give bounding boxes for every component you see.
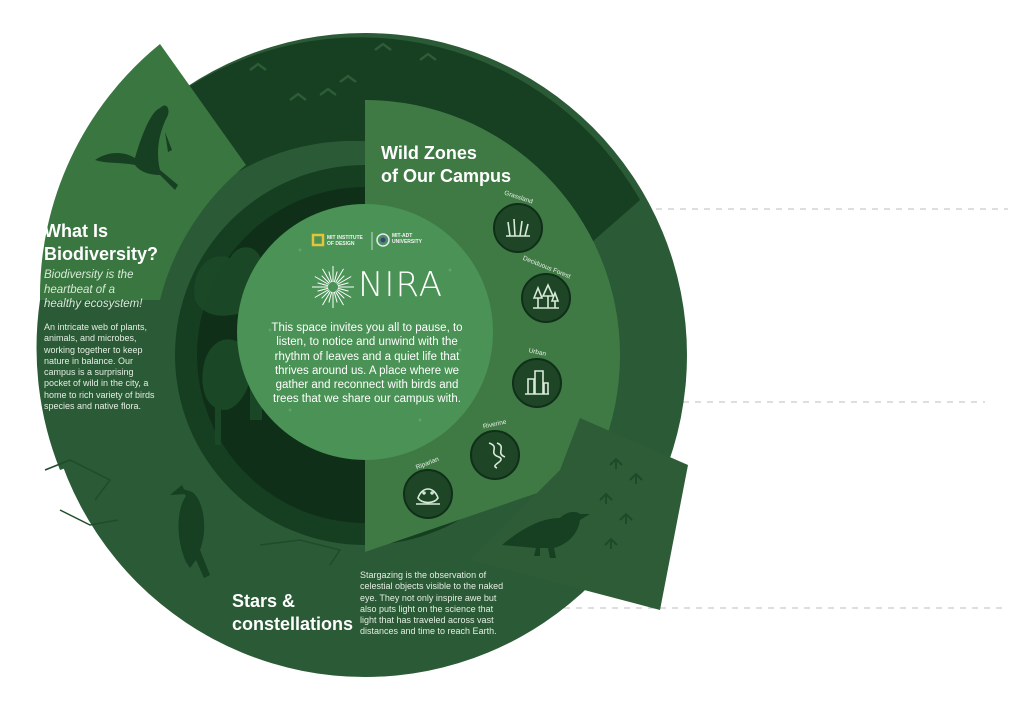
sunburst-ray — [337, 276, 352, 285]
heron-bird-icon — [95, 105, 178, 190]
zone-badge-circle — [403, 469, 453, 519]
sunburst-ray — [335, 268, 344, 283]
wedge-lower-fill — [36, 300, 175, 470]
wild-zones-title: Wild Zones of Our Campus — [381, 143, 512, 186]
zone-label: Riverine — [482, 419, 507, 431]
mit-adt-logo-text: MIT-ADT UNIVERSITY — [392, 233, 423, 245]
sunburst-ray — [337, 282, 349, 287]
mit-institute-logo-mark — [311, 233, 325, 247]
sunburst-ray — [337, 287, 349, 292]
stars-description: Stargazing is the observation of celesti… — [360, 570, 504, 637]
center-circle — [237, 204, 493, 460]
center-intro-text: This space invites you all to pause, to … — [271, 322, 463, 406]
top-left-wedge — [39, 44, 247, 300]
sunburst-ray — [337, 289, 352, 298]
sunburst-ray — [333, 271, 338, 283]
sunburst-ray — [314, 276, 329, 285]
sunburst-ray — [333, 291, 338, 303]
buildings-icon — [525, 370, 549, 395]
flying-birds-decoration — [249, 42, 437, 101]
thrush-bird-icon — [502, 511, 590, 558]
zone-badge-urban: Urban — [512, 347, 562, 408]
zone-badge-circle — [512, 358, 562, 408]
sunburst-ray — [328, 291, 333, 303]
sunburst-ray — [322, 291, 331, 306]
sunburst-ray — [321, 275, 330, 284]
river-icon — [488, 442, 506, 469]
nira-sunburst-icon — [312, 266, 354, 308]
sunburst-ray — [336, 290, 345, 299]
zone-badge-circle — [493, 203, 543, 253]
zone-badge-riverine: Riverine — [470, 419, 520, 480]
mit-adt-logo-mark — [376, 233, 390, 247]
sunburst-ray — [317, 287, 329, 292]
sunburst-ray — [321, 290, 330, 299]
zone-badge-circle — [521, 273, 571, 323]
sunburst-ray — [335, 291, 344, 306]
biodiversity-title: What Is Biodiversity? — [44, 221, 159, 264]
riparian-bird-icon — [416, 488, 440, 505]
zone-label: Urban — [528, 347, 547, 358]
sunburst-ray — [336, 275, 345, 284]
constellation-lines-decoration — [44, 459, 342, 566]
grass-icon — [506, 218, 530, 237]
biodiversity-tagline: Biodiversity is the heartbeat of a healt… — [44, 269, 143, 310]
dot-constellation-decoration — [268, 248, 462, 422]
bird-footprints-decoration — [599, 457, 643, 549]
sunburst-ray — [322, 268, 331, 283]
nira-wordmark: NIRA — [358, 265, 443, 305]
mit-institute-logo-text: MIT INSTITUTE OF DESIGN — [327, 235, 363, 247]
sunburst-ray — [314, 289, 329, 298]
bulbul-bird-icon — [170, 485, 210, 578]
sunburst-ray — [328, 271, 333, 283]
trees-icon — [532, 283, 560, 309]
biodiversity-description: An intricate web of plants, animals, and… — [44, 322, 155, 412]
stars-title: Stars & constellations — [232, 591, 354, 634]
sunburst-ray — [317, 282, 329, 287]
